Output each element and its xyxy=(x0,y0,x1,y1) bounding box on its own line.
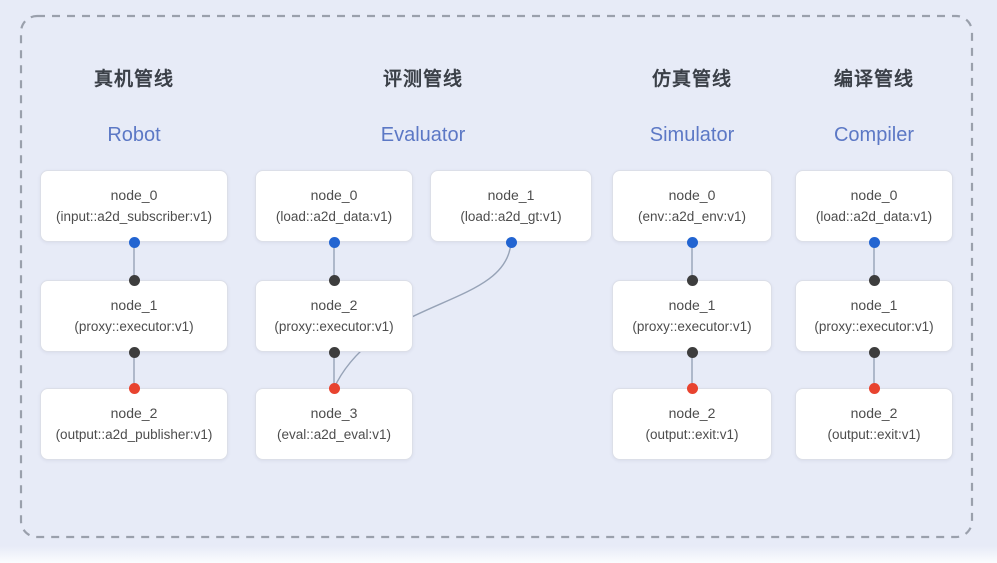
black-port-dot xyxy=(686,346,698,358)
node-impl: (load::a2d_gt:v1) xyxy=(460,209,562,224)
node-impl: (eval::a2d_eval:v1) xyxy=(276,427,392,442)
node-box-compiler-node_0: node_0(load::a2d_data:v1) xyxy=(795,170,953,242)
node-box-evaluator-node_3: node_3(eval::a2d_eval:v1) xyxy=(255,388,413,460)
black-port-dot xyxy=(328,346,340,358)
blue-port-dot xyxy=(868,236,880,248)
red-port-dot xyxy=(328,382,340,394)
pipeline-title-zh-evaluator: 评测管线 xyxy=(382,69,464,90)
edge-evaluator-node_1-to-node_3 xyxy=(333,241,512,389)
pipeline-title-zh-robot: 真机管线 xyxy=(93,69,175,90)
node-impl: (output::exit:v1) xyxy=(827,427,921,442)
node-name: node_0 xyxy=(310,187,358,203)
red-port-dot xyxy=(128,382,140,394)
black-port-dot xyxy=(128,346,140,358)
node-box-evaluator-node_0: node_0(load::a2d_data:v1) xyxy=(255,170,413,242)
node-impl: (load::a2d_data:v1) xyxy=(815,209,933,224)
node-impl: (proxy::executor:v1) xyxy=(632,319,752,334)
black-port-dot xyxy=(128,274,140,286)
node-name: node_1 xyxy=(487,187,535,203)
red-port-dot xyxy=(686,382,698,394)
node-impl: (proxy::executor:v1) xyxy=(814,319,934,334)
pipeline-title-zh-compiler: 编译管线 xyxy=(833,69,915,90)
node-name: node_0 xyxy=(668,187,716,203)
node-impl: (load::a2d_data:v1) xyxy=(275,209,393,224)
node-box-simulator-node_1: node_1(proxy::executor:v1) xyxy=(612,280,772,352)
node-impl: (proxy::executor:v1) xyxy=(274,319,394,334)
node-box-evaluator-node_1: node_1(load::a2d_gt:v1) xyxy=(430,170,592,242)
black-port-dot xyxy=(328,274,340,286)
node-box-compiler-node_2: node_2(output::exit:v1) xyxy=(795,388,953,460)
node-name: node_0 xyxy=(850,187,898,203)
pipeline-title-en-evaluator: Evaluator xyxy=(380,124,466,146)
pipeline-title-zh-simulator: 仿真管线 xyxy=(651,69,733,90)
node-impl: (env::a2d_env:v1) xyxy=(637,209,747,224)
pipeline-title-en-robot: Robot xyxy=(107,124,161,146)
dashed-border xyxy=(19,14,974,539)
node-name: node_1 xyxy=(668,297,716,313)
node-box-robot-node_0: node_0(input::a2d_subscriber:v1) xyxy=(40,170,228,242)
pipeline-title-en-simulator: Simulator xyxy=(649,124,735,146)
node-name: node_2 xyxy=(668,405,716,421)
node-impl: (input::a2d_subscriber:v1) xyxy=(55,209,213,224)
black-port-dot xyxy=(686,274,698,286)
black-port-dot xyxy=(868,346,880,358)
node-box-compiler-node_1: node_1(proxy::executor:v1) xyxy=(795,280,953,352)
red-port-dot xyxy=(868,382,880,394)
pipeline-title-en-compiler: Compiler xyxy=(833,124,915,146)
node-box-robot-node_2: node_2(output::a2d_publisher:v1) xyxy=(40,388,228,460)
blue-port-dot xyxy=(328,236,340,248)
node-name: node_2 xyxy=(850,405,898,421)
node-name: node_3 xyxy=(310,405,358,421)
node-box-simulator-node_0: node_0(env::a2d_env:v1) xyxy=(612,170,772,242)
blue-port-dot xyxy=(128,236,140,248)
node-box-evaluator-node_2: node_2(proxy::executor:v1) xyxy=(255,280,413,352)
node-impl: (output::a2d_publisher:v1) xyxy=(55,427,213,442)
node-name: node_1 xyxy=(850,297,898,313)
black-port-dot xyxy=(868,274,880,286)
node-box-simulator-node_2: node_2(output::exit:v1) xyxy=(612,388,772,460)
blue-port-dot xyxy=(686,236,698,248)
node-name: node_2 xyxy=(110,405,158,421)
node-impl: (output::exit:v1) xyxy=(645,427,739,442)
node-box-robot-node_1: node_1(proxy::executor:v1) xyxy=(40,280,228,352)
node-name: node_0 xyxy=(110,187,158,203)
node-impl: (proxy::executor:v1) xyxy=(74,319,194,334)
blue-port-dot xyxy=(505,236,517,248)
node-name: node_1 xyxy=(110,297,158,313)
node-name: node_2 xyxy=(310,297,358,313)
